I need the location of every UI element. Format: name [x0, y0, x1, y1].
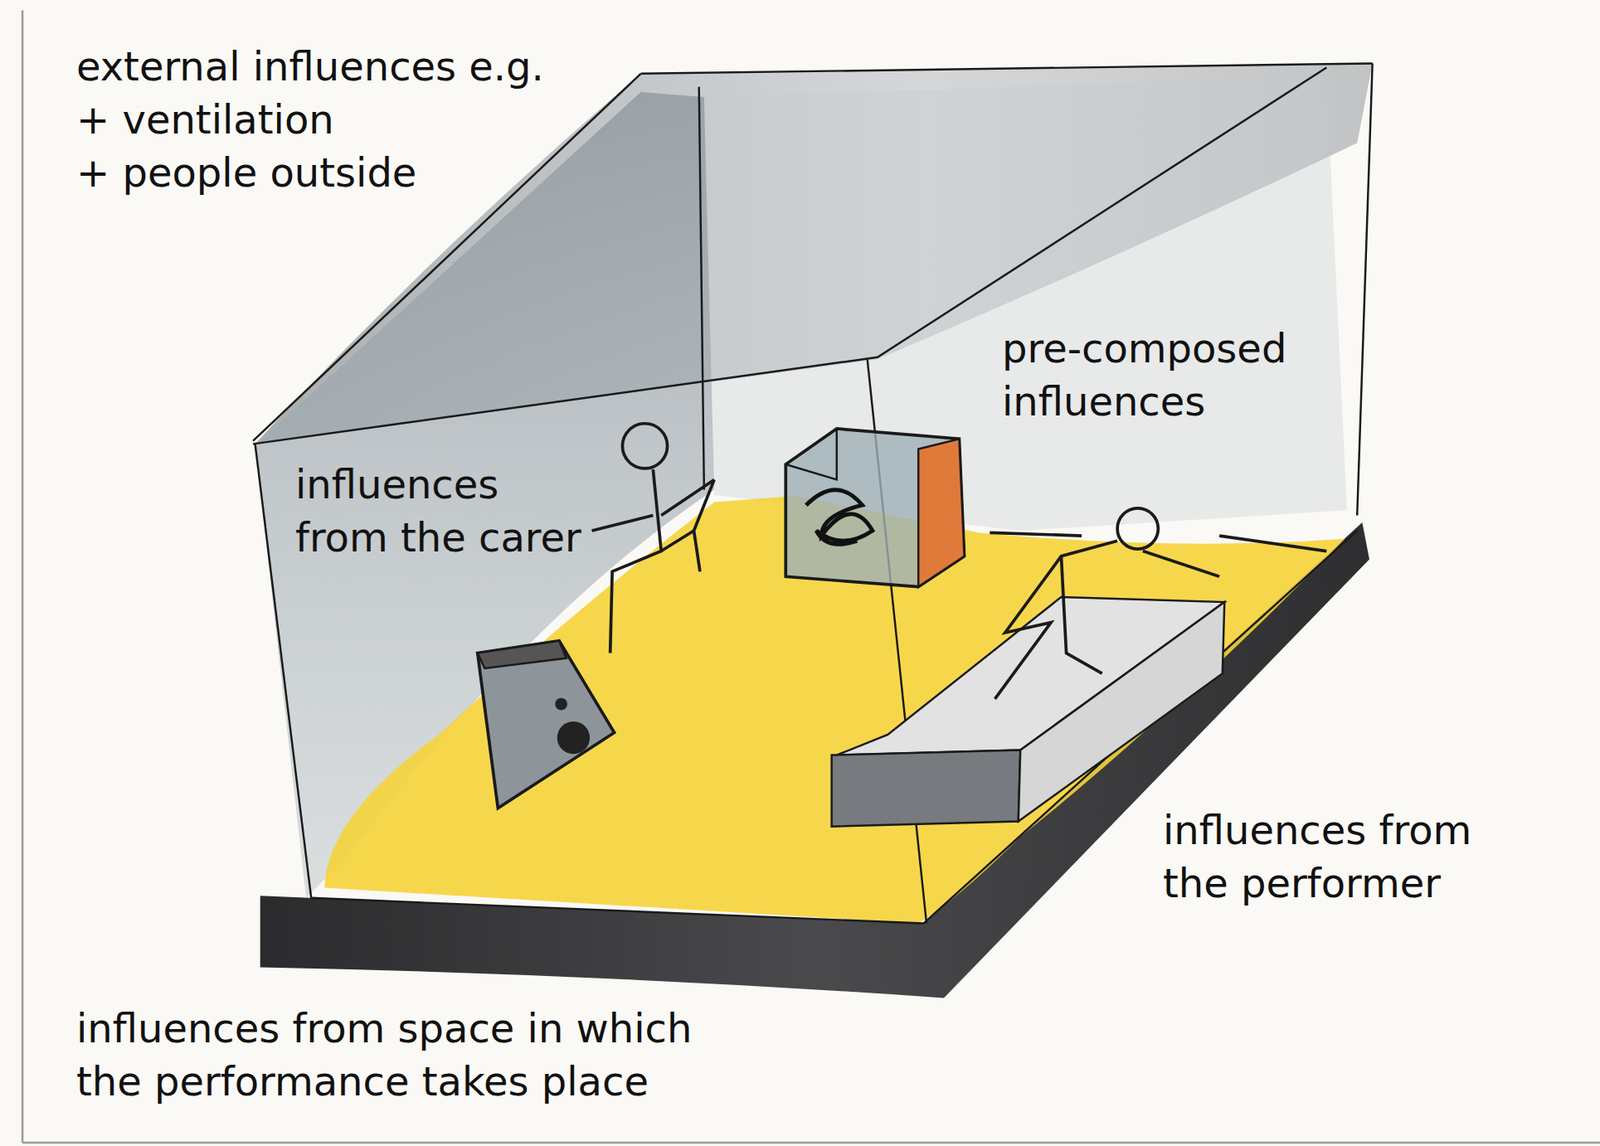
- annotation-label: external influences e.g.: [76, 39, 657, 93]
- figure-arm: [1219, 535, 1327, 551]
- frame-edge: [22, 1142, 1600, 1144]
- annotation-label: influences from the performer: [1162, 803, 1512, 910]
- sound-box: [785, 428, 964, 588]
- bed: [831, 597, 1226, 827]
- room-edge: [699, 87, 705, 491]
- annotation-label: influences from space in which the perfo…: [76, 1001, 732, 1109]
- room-edge: [1356, 63, 1372, 516]
- annotation-label: influences from the carer: [295, 457, 594, 565]
- frame-edge: [21, 10, 24, 1144]
- room-wireframe: [252, 63, 1373, 925]
- annotation-label: pre-composed influences: [1001, 321, 1334, 428]
- speaker: [477, 641, 615, 809]
- annotation-label: + people outside: [76, 145, 657, 200]
- room-edge: [255, 443, 312, 898]
- figure-body: [610, 469, 662, 653]
- figure-limbs: [989, 532, 1220, 674]
- annotation-label: + ventilation: [76, 92, 657, 146]
- figure-limbs: [661, 479, 715, 572]
- figure-head: [622, 423, 667, 469]
- figure-arm: [592, 515, 654, 531]
- room-edge: [641, 63, 1373, 74]
- performer-figure: [989, 508, 1327, 700]
- carer-figure: [592, 423, 715, 654]
- figure-head: [1117, 508, 1158, 550]
- figure-body: [994, 540, 1118, 700]
